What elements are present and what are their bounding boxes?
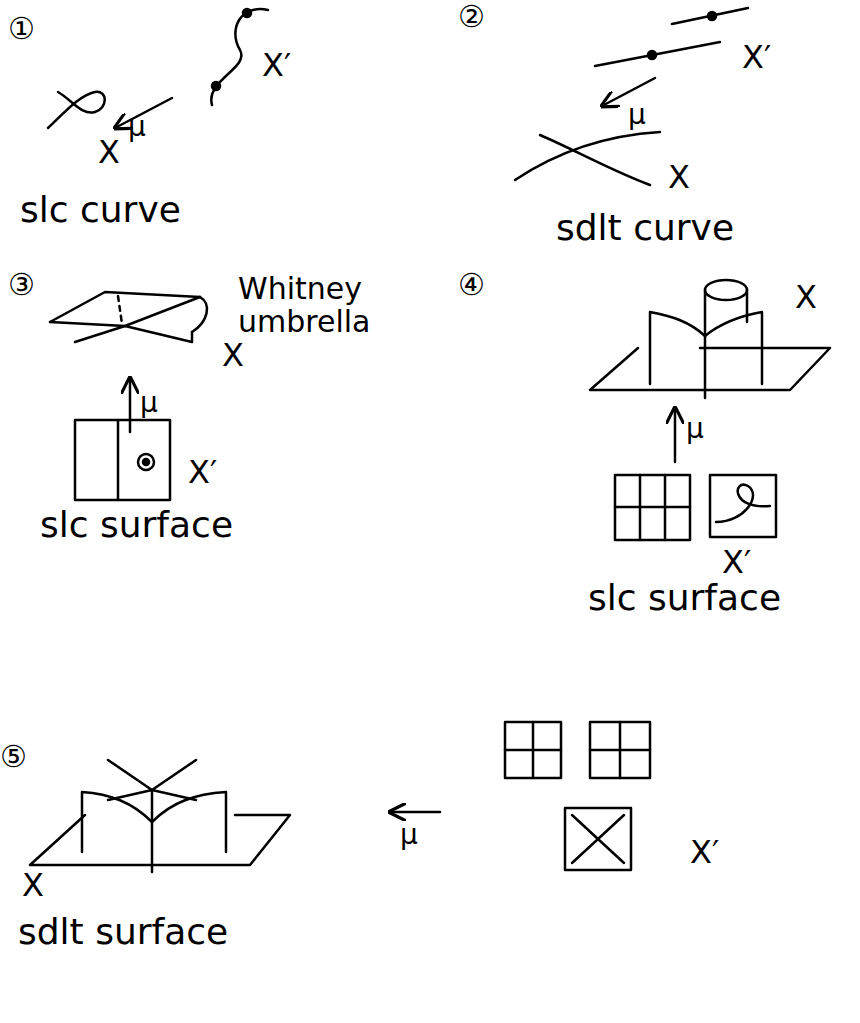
plane: [590, 348, 830, 390]
curve: [672, 8, 748, 24]
cylinder: [705, 290, 747, 336]
point: [212, 82, 220, 90]
space-label: X′: [188, 455, 217, 490]
map-label: μ: [140, 388, 158, 419]
space-label: X: [22, 868, 44, 903]
caption: sdlt surface: [18, 912, 228, 952]
space-label: X: [98, 135, 120, 170]
caption: slc surface: [40, 505, 233, 545]
map-label: μ: [128, 112, 146, 143]
point: [143, 459, 149, 465]
square: [565, 808, 631, 870]
callout-number: ⑤: [0, 740, 27, 773]
square: [505, 722, 561, 778]
callout-number: ②: [458, 0, 485, 33]
grid: [505, 722, 561, 778]
curve: [716, 485, 770, 522]
sheet: [82, 792, 152, 872]
space-label: X′: [722, 545, 751, 580]
umbrella-sheet: [192, 297, 207, 332]
space-label: X: [668, 160, 690, 195]
space-label: X: [795, 280, 817, 315]
space-label: X′: [690, 835, 719, 870]
grid: [590, 722, 650, 778]
space-label: X′: [262, 48, 291, 83]
singular-line: [118, 296, 122, 324]
arrow: [674, 408, 677, 462]
cross: [572, 815, 624, 863]
curve: [211, 9, 268, 105]
point: [708, 12, 716, 20]
map-label: μ: [400, 820, 418, 851]
point: [243, 9, 251, 17]
space-label: X′: [742, 40, 771, 75]
grid: [615, 475, 690, 540]
cylinder: [705, 280, 747, 300]
nodal-curve: [48, 92, 105, 128]
callout-number: ④: [458, 268, 485, 301]
point: [138, 454, 154, 470]
sheet: [152, 792, 226, 852]
sheet: [705, 312, 762, 384]
map-label: μ: [628, 100, 646, 131]
arrow: [390, 811, 440, 814]
curve: [540, 135, 650, 185]
line: [117, 420, 120, 500]
caption: slc curve: [20, 190, 181, 230]
umbrella-sheet: [75, 326, 192, 342]
arrow: [129, 378, 132, 432]
point: [648, 51, 656, 59]
space-label: X: [222, 338, 244, 373]
callout-number: ③: [8, 268, 35, 301]
square: [590, 722, 650, 778]
curve: [595, 42, 720, 66]
square: [710, 475, 776, 537]
caption: slc surface: [588, 578, 781, 618]
label: Whitney umbrella: [238, 272, 398, 338]
square: [615, 475, 690, 540]
caption: sdlt curve: [556, 208, 734, 248]
plane: [30, 815, 290, 865]
map-label: μ: [686, 414, 704, 445]
sheet: [108, 760, 196, 822]
sheet: [650, 312, 705, 398]
umbrella-sheet: [50, 297, 200, 326]
callout-number: ①: [8, 12, 35, 45]
square: [75, 420, 170, 500]
